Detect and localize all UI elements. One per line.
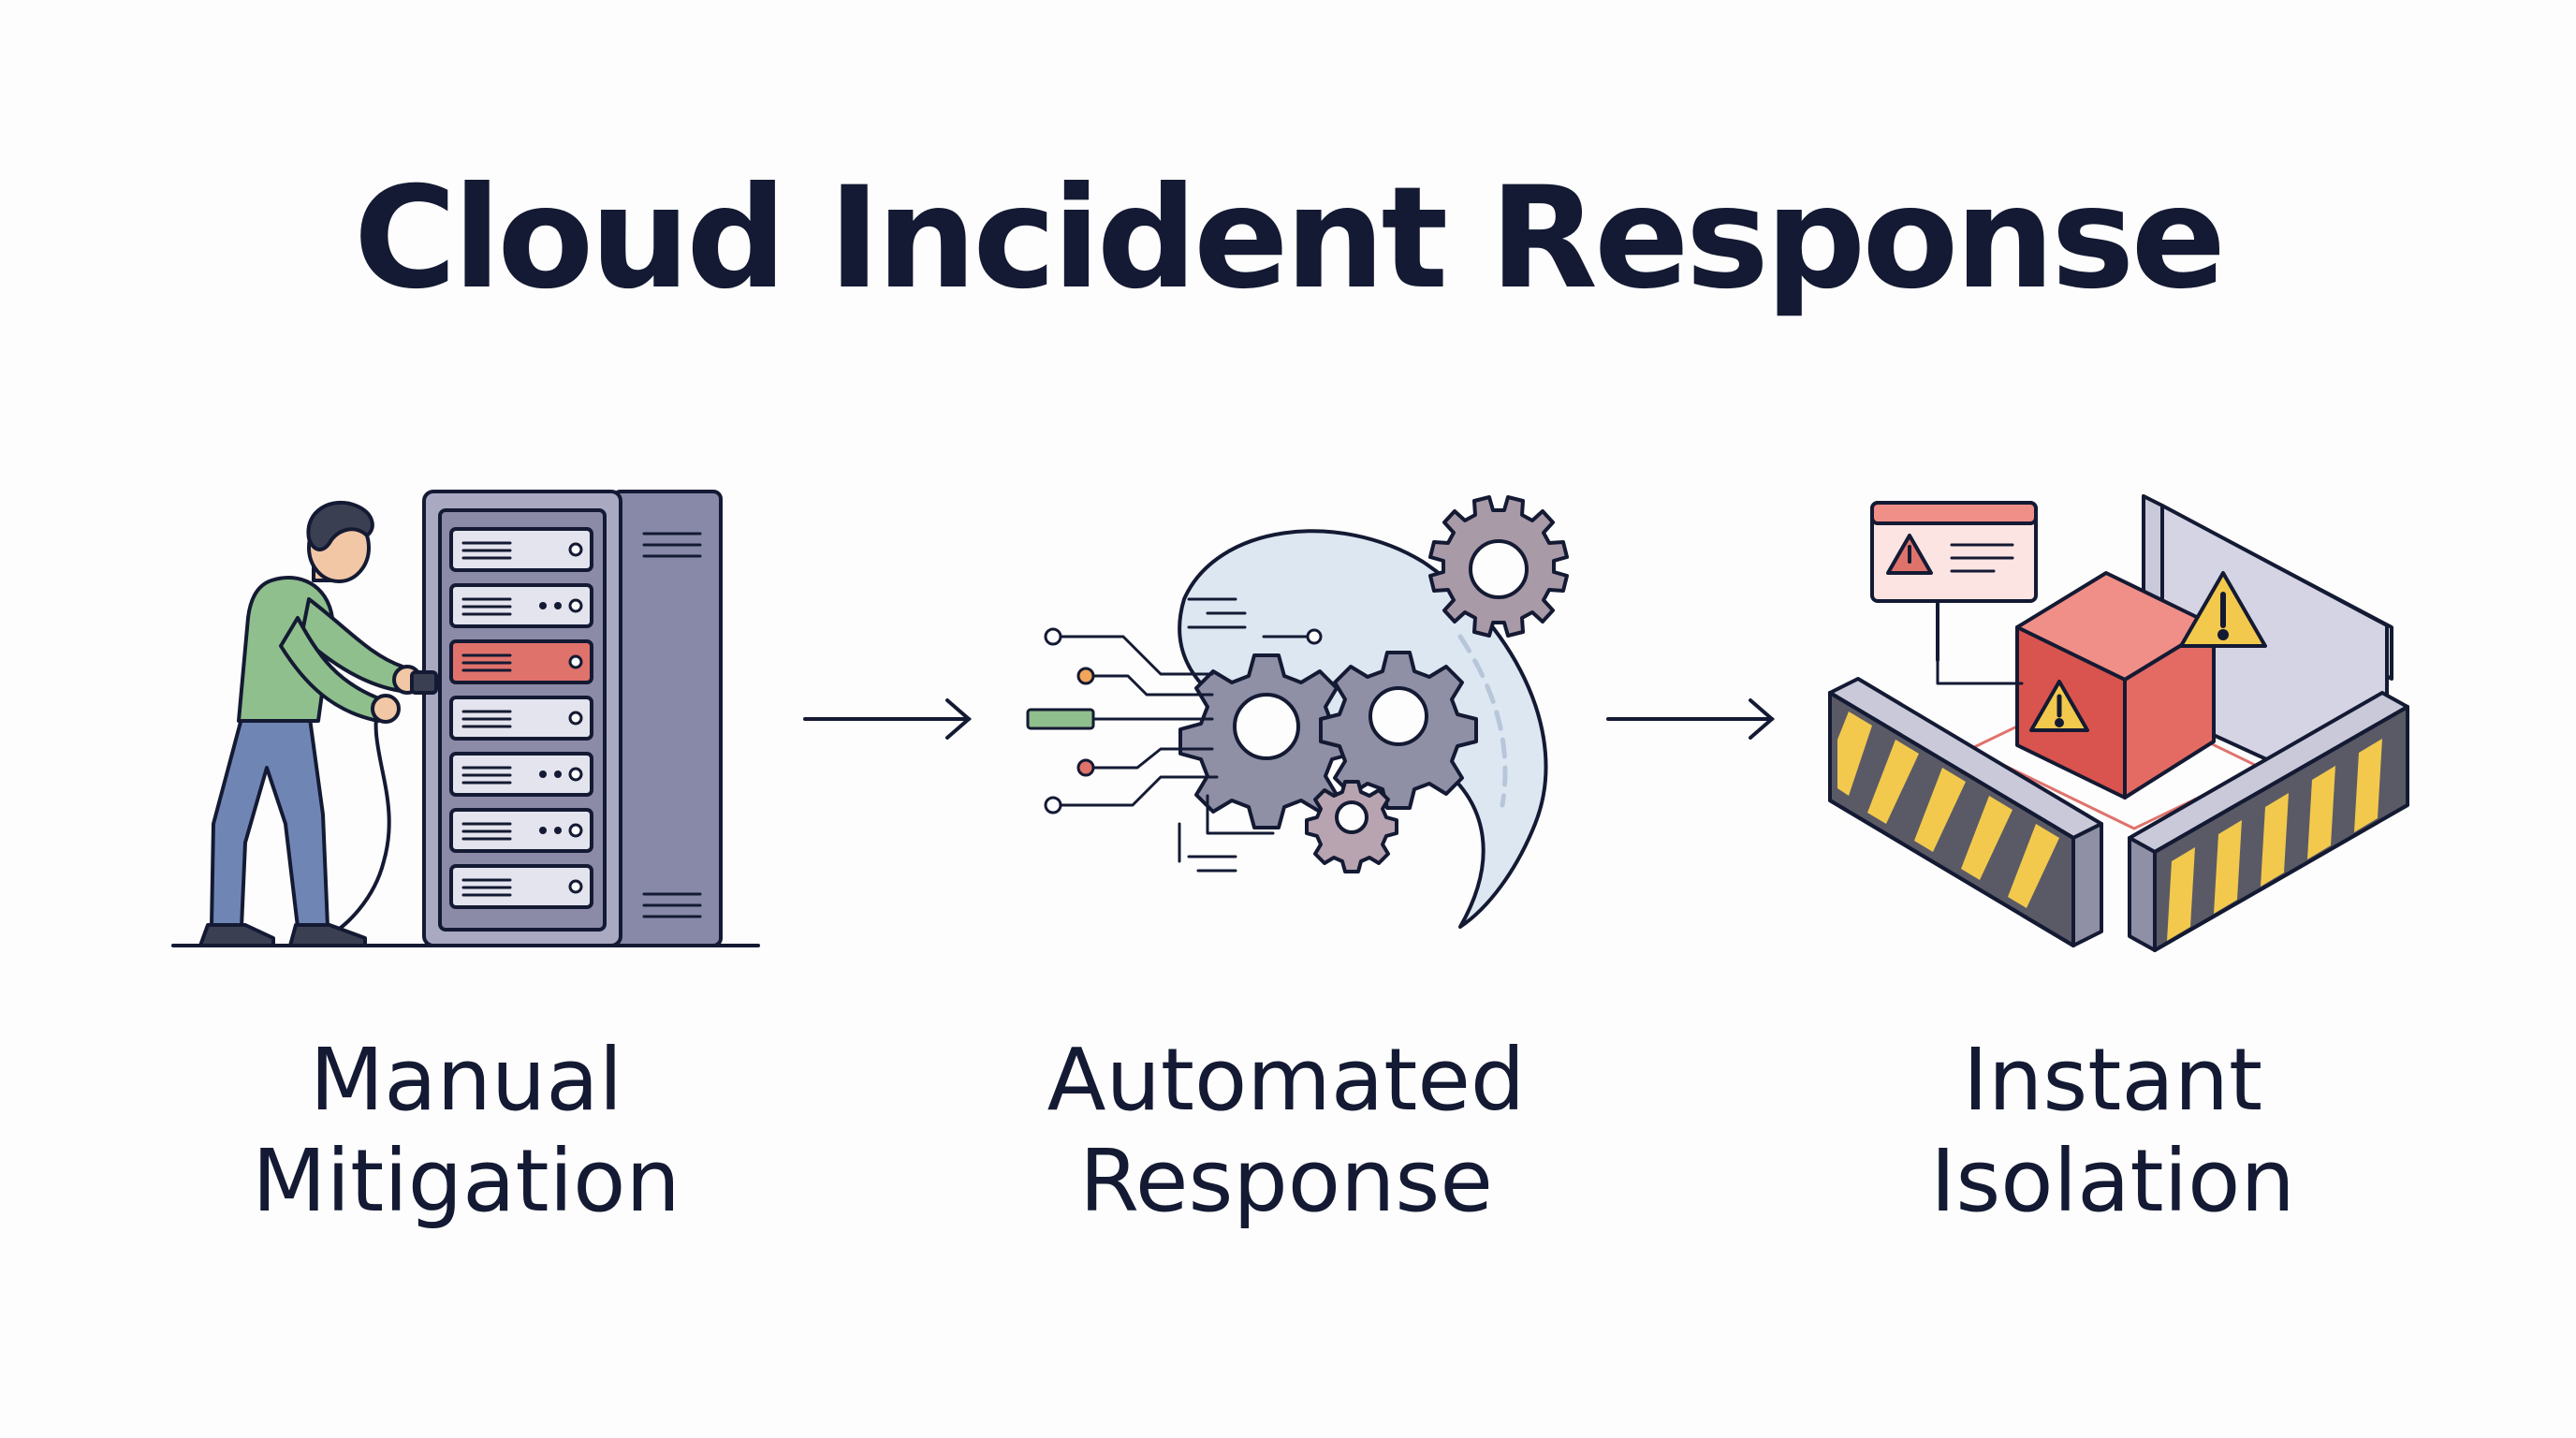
rack-side-panel: [611, 490, 723, 947]
step-label-line: Manual: [309, 1030, 623, 1130]
server-leds: [539, 542, 583, 894]
step-label-line: Instant: [1962, 1030, 2263, 1130]
warning-icon: [2029, 680, 2089, 732]
server-unit: [449, 527, 593, 909]
server-vents: [461, 541, 512, 897]
technician-figure: [198, 500, 438, 947]
power-cable: [326, 698, 391, 938]
barrier-left: [1828, 677, 2103, 947]
step-label-automated-response: Automated Response: [959, 1030, 1614, 1232]
gear-icon: [1305, 780, 1398, 873]
circuit-nodes: [1026, 627, 1323, 814]
warning-icon: [2179, 571, 2267, 648]
quarantine-box-icon: [1828, 494, 2409, 952]
flow-arrow: [803, 698, 973, 740]
step-label-line: Isolation: [1930, 1131, 2295, 1231]
gear-icon: [1178, 653, 1354, 829]
step-label-line: Automated: [1046, 1030, 1526, 1130]
gear-icon: [1319, 651, 1478, 810]
step-label-line: Mitigation: [252, 1131, 681, 1231]
step-label-line: Response: [1079, 1131, 1493, 1231]
diagram-title: Cloud Incident Response: [353, 157, 2226, 320]
flow-arrow: [1606, 698, 1776, 740]
gear-icon: [1428, 495, 1569, 638]
alert-window-icon: [1870, 501, 2038, 685]
step-label-instant-isolation: Instant Isolation: [1785, 1030, 2440, 1232]
automation-gears-icon: [1026, 495, 1569, 929]
person-server-rack-icon: [171, 490, 760, 947]
step-label-manual-mitigation: Manual Mitigation: [139, 1030, 794, 1232]
barrier-right: [2128, 691, 2409, 952]
circuit-traces: [1056, 597, 1312, 873]
